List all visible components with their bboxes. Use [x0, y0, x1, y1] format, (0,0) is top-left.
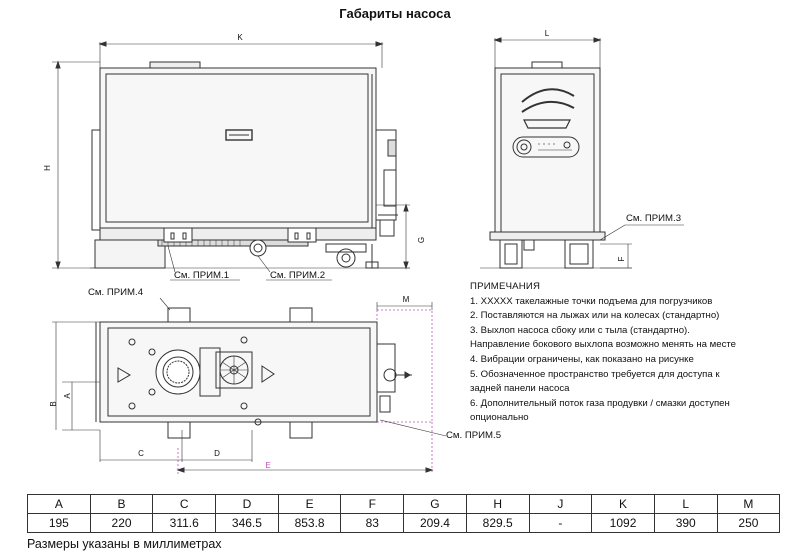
callout-note-5: См. ПРИМ.5	[446, 430, 502, 441]
dim-label-h: H	[43, 165, 52, 171]
dim-label-m: M	[403, 295, 410, 304]
table-header-cell: B	[89, 494, 154, 514]
table-header-cell: A	[27, 494, 91, 514]
page-title: Габариты насоса	[339, 6, 451, 21]
note-line: 3. Выхлоп насоса сбоку или с тыла (станд…	[470, 324, 690, 336]
note-line: Направление бокового выхлопа возможно ме…	[470, 339, 736, 351]
note-line: задней панели насоса	[470, 383, 570, 395]
table-cell: 250	[716, 513, 781, 533]
note-line: опционально	[470, 412, 529, 424]
note-line: 6. Дополнительный поток газа продувки / …	[470, 397, 730, 409]
side-view	[480, 37, 684, 269]
dimensions-table: A B C D E F G H J K L M 195 220 311.6 34…	[27, 494, 781, 533]
table-cell: -	[528, 513, 593, 533]
front-view	[52, 41, 410, 281]
dim-label-b: B	[49, 401, 58, 406]
dim-label-k: K	[237, 33, 243, 42]
table-cell: 209.4	[403, 513, 467, 533]
notes-heading: ПРИМЕЧАНИЯ	[470, 281, 541, 292]
table-cell: 1092	[591, 513, 655, 533]
table-cell: 390	[653, 513, 718, 533]
callout-note-3: См. ПРИМ.3	[626, 213, 682, 224]
dim-label-g: G	[417, 237, 426, 243]
table-cell: 220	[89, 513, 154, 533]
table-header-cell: E	[277, 494, 342, 514]
units-note: Размеры указаны в миллиметрах	[27, 537, 222, 551]
dim-label-c: C	[138, 449, 144, 458]
note-line: 1. XXXXX такелажные точки подъема для по…	[470, 295, 713, 307]
dim-label-a: A	[63, 393, 72, 399]
table-cell: 853.8	[277, 513, 342, 533]
table-header-cell: C	[152, 494, 217, 514]
callout-note-4: См. ПРИМ.4	[88, 287, 144, 298]
table-cell: 83	[340, 513, 405, 533]
table-row: 195 220 311.6 346.5 853.8 83 209.4 829.5…	[27, 513, 781, 533]
table-cell: 311.6	[152, 513, 217, 533]
dim-label-d: D	[214, 449, 220, 458]
table-cell: 195	[27, 513, 91, 533]
dim-label-f: F	[617, 256, 626, 261]
table-cell: 346.5	[215, 513, 279, 533]
table-header-row: A B C D E F G H J K L M	[27, 494, 781, 514]
dim-label-e: E	[265, 461, 270, 470]
table-header-cell: G	[403, 494, 467, 514]
table-header-cell: M	[716, 494, 781, 514]
callout-note-2: См. ПРИМ.2	[270, 270, 326, 281]
note-line: 4. Вибрации ограничены, как показано на …	[470, 353, 694, 365]
notes-block: ПРИМЕЧАНИЯ 1. XXXXX такелажные точки под…	[470, 280, 788, 426]
table-cell: 829.5	[465, 513, 530, 533]
table-header-cell: J	[528, 494, 593, 514]
note-line: 5. Обозначенное пространство требуется д…	[470, 368, 720, 380]
note-line: 2. Поставляются на лыжах или на колесах …	[470, 310, 720, 322]
table-header-cell: F	[340, 494, 405, 514]
callout-note-1: См. ПРИМ.1	[174, 270, 230, 281]
table-header-cell: H	[465, 494, 530, 514]
dim-label-l: L	[545, 29, 550, 38]
table-header-cell: L	[653, 494, 718, 514]
table-header-cell: K	[591, 494, 655, 514]
table-header-cell: D	[215, 494, 279, 514]
top-view	[52, 297, 447, 474]
